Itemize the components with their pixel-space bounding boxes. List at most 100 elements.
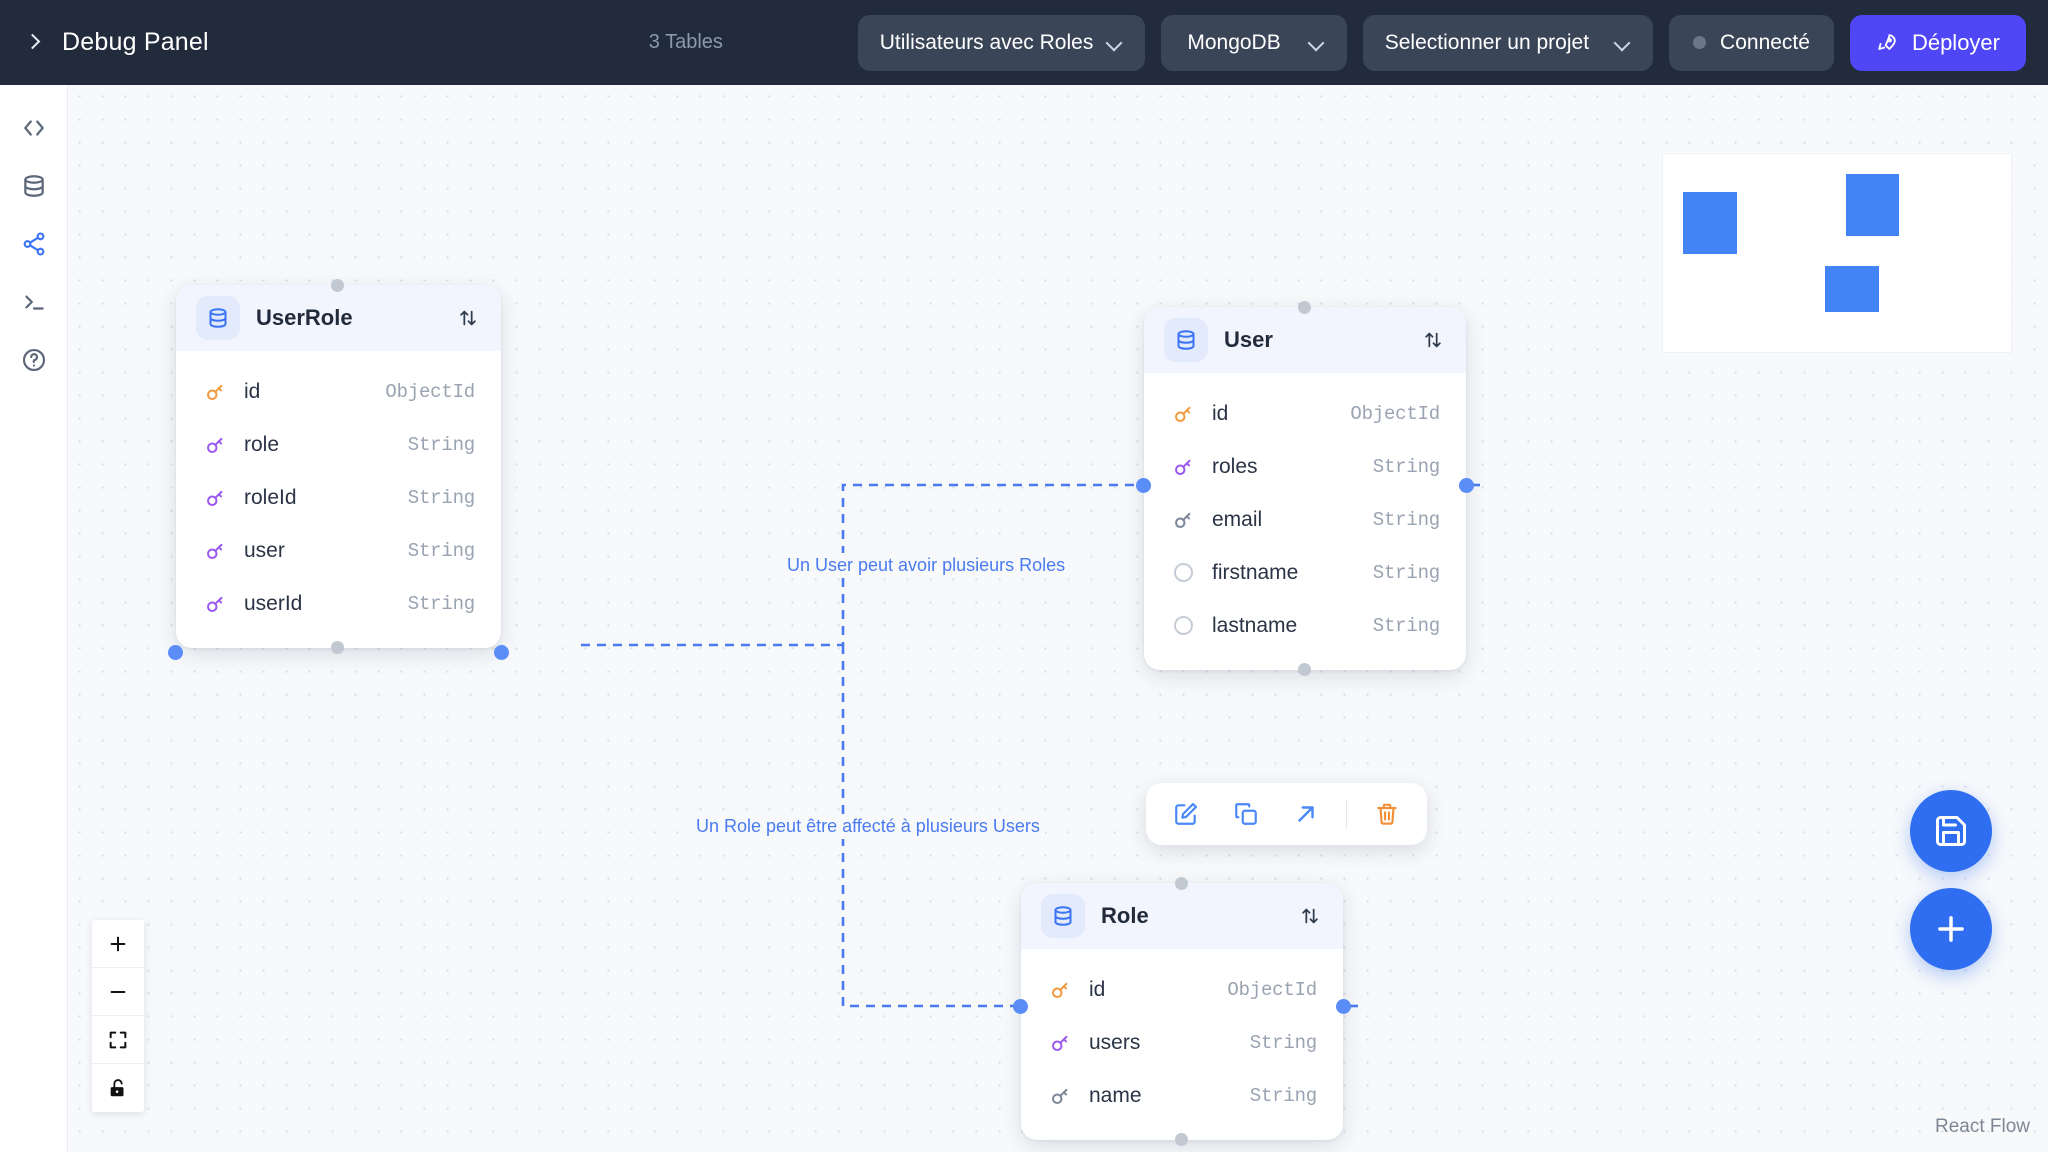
database-icon <box>21 173 47 199</box>
database-icon <box>1164 318 1208 362</box>
field-type: String <box>408 487 475 509</box>
toolbar-divider <box>1346 799 1347 829</box>
sidebar-item-terminal[interactable] <box>11 279 57 325</box>
chevron-down-icon <box>1107 35 1123 51</box>
deploy-label: Déployer <box>1912 30 2000 56</box>
field-type: String <box>1373 509 1440 531</box>
table-row[interactable]: id ObjectId <box>176 365 501 418</box>
database-type-label: MongoDB <box>1187 31 1280 55</box>
field-name: roles <box>1212 455 1355 479</box>
node-handle-left[interactable] <box>168 645 183 660</box>
unique-key-icon <box>1172 509 1194 531</box>
table-row[interactable]: userId String <box>176 577 501 630</box>
field-type: String <box>1250 1032 1317 1054</box>
table-fields: id ObjectId roles String email String fi… <box>1144 373 1466 670</box>
zoom-controls <box>92 920 144 1112</box>
field-type: ObjectId <box>1227 979 1317 1001</box>
node-handle-right[interactable] <box>494 645 509 660</box>
field-type: String <box>408 434 475 456</box>
node-handle-left[interactable] <box>1136 478 1151 493</box>
zoom-out-button[interactable] <box>92 968 144 1016</box>
field-name: user <box>244 539 390 563</box>
table-node-user[interactable]: User id ObjectId roles String email Str <box>1144 307 1466 670</box>
page-title: Debug Panel <box>62 28 209 57</box>
sidebar-item-code[interactable] <box>11 105 57 151</box>
question-circle-icon <box>21 347 47 373</box>
delete-button[interactable] <box>1361 790 1413 838</box>
node-handle-right[interactable] <box>1459 478 1474 493</box>
table-node-userrole[interactable]: UserRole id ObjectId role String roleId <box>176 285 501 648</box>
schema-select-label: Utilisateurs avec Roles <box>880 31 1094 55</box>
table-row[interactable]: users String <box>1021 1016 1343 1069</box>
foreign-key-icon <box>204 434 226 456</box>
no-key-icon <box>1174 616 1193 635</box>
database-icon <box>1041 894 1085 938</box>
minimap-node <box>1846 174 1899 236</box>
minimap[interactable] <box>1662 153 2012 353</box>
node-handle-right[interactable] <box>1336 999 1351 1014</box>
node-handle-top[interactable] <box>1298 301 1311 314</box>
save-button[interactable] <box>1910 790 1992 872</box>
sort-arrows-icon[interactable] <box>1299 905 1321 927</box>
foreign-key-icon <box>1049 1032 1071 1054</box>
no-key-icon <box>1174 563 1193 582</box>
field-name: email <box>1212 508 1355 532</box>
field-name: id <box>1212 402 1332 426</box>
duplicate-button[interactable] <box>1220 790 1272 838</box>
edge-label: Un User peut avoir plusieurs Roles <box>782 553 1070 578</box>
primary-key-icon <box>204 381 226 403</box>
unique-key-icon <box>1049 1085 1071 1107</box>
table-row[interactable]: lastname String <box>1144 599 1466 652</box>
deploy-button[interactable]: Déployer <box>1850 15 2026 71</box>
field-name: userId <box>244 592 390 616</box>
table-row[interactable]: roleId String <box>176 471 501 524</box>
add-table-button[interactable] <box>1910 888 1992 970</box>
table-row[interactable]: name String <box>1021 1069 1343 1122</box>
database-icon <box>196 296 240 340</box>
table-node-role[interactable]: Role id ObjectId users String name Stri <box>1021 883 1343 1140</box>
lock-button[interactable] <box>92 1064 144 1112</box>
sidebar-item-schema[interactable] <box>11 221 57 267</box>
field-type: ObjectId <box>385 381 475 403</box>
field-name: firstname <box>1212 561 1355 585</box>
table-row[interactable]: roles String <box>1144 440 1466 493</box>
edit-button[interactable] <box>1160 790 1212 838</box>
field-name: lastname <box>1212 614 1355 638</box>
chevron-right-icon[interactable] <box>22 32 44 54</box>
node-handle-bottom[interactable] <box>331 641 344 654</box>
primary-key-icon <box>1049 979 1071 1001</box>
field-type: String <box>408 593 475 615</box>
table-row[interactable]: id ObjectId <box>1144 387 1466 440</box>
sidebar-item-database[interactable] <box>11 163 57 209</box>
node-handle-top[interactable] <box>1175 877 1188 890</box>
node-handle-bottom[interactable] <box>1175 1133 1188 1146</box>
node-handle-top[interactable] <box>331 279 344 292</box>
flow-canvas[interactable]: Un User peut avoir plusieurs Roles Un Ro… <box>68 85 2048 1152</box>
field-type: String <box>1373 615 1440 637</box>
open-button[interactable] <box>1280 790 1332 838</box>
sort-arrows-icon[interactable] <box>1422 329 1444 351</box>
share-nodes-icon <box>21 231 47 257</box>
chevron-down-icon <box>1309 35 1325 51</box>
table-row[interactable]: user String <box>176 524 501 577</box>
top-bar-right: Utilisateurs avec Roles MongoDB Selectio… <box>858 15 2026 71</box>
top-bar-left: Debug Panel <box>22 28 209 57</box>
field-type: String <box>408 540 475 562</box>
sort-arrows-icon[interactable] <box>457 307 479 329</box>
sidebar-item-help[interactable] <box>11 337 57 383</box>
node-handle-bottom[interactable] <box>1298 663 1311 676</box>
table-node-header: User <box>1144 307 1466 373</box>
table-row[interactable]: firstname String <box>1144 546 1466 599</box>
table-fields: id ObjectId users String name String <box>1021 949 1343 1140</box>
table-row[interactable]: role String <box>176 418 501 471</box>
zoom-in-button[interactable] <box>92 920 144 968</box>
node-handle-left[interactable] <box>1013 999 1028 1014</box>
table-row[interactable]: id ObjectId <box>1021 963 1343 1016</box>
schema-select[interactable]: Utilisateurs avec Roles <box>858 15 1146 71</box>
table-row[interactable]: email String <box>1144 493 1466 546</box>
fit-view-button[interactable] <box>92 1016 144 1064</box>
project-select[interactable]: Selectionner un projet <box>1363 15 1653 71</box>
field-name: id <box>244 380 367 404</box>
table-node-header: UserRole <box>176 285 501 351</box>
database-type-select[interactable]: MongoDB <box>1161 15 1346 71</box>
